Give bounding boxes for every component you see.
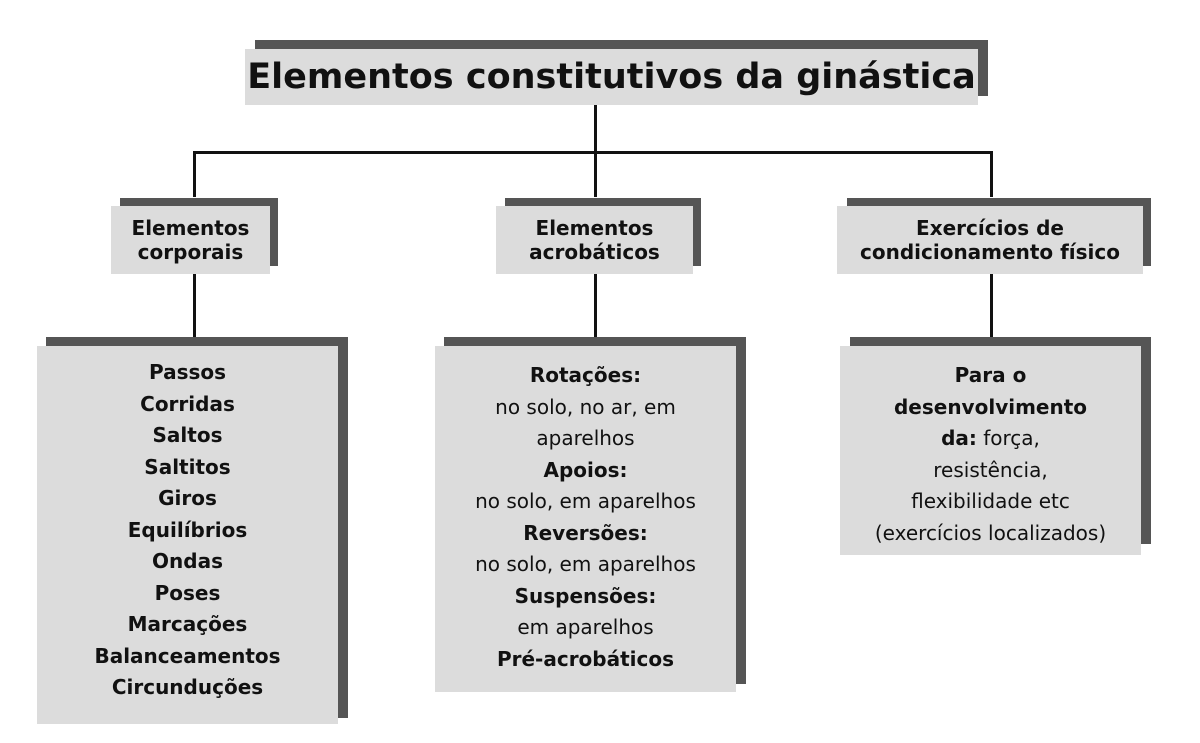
para-line-2: desenvolvimento	[893, 394, 1088, 419]
detail-item: Equilíbrios	[127, 517, 248, 542]
group-text: no solo, no ar, em	[495, 394, 676, 419]
cat3-shadow-top	[847, 198, 1151, 206]
connector-cat1-detail	[193, 272, 196, 342]
para-line-5: flexibilidade etc	[911, 489, 1070, 513]
detail-item: Poses	[154, 580, 221, 605]
detail2-shadow-right	[736, 337, 746, 684]
detail3-shadow-top	[850, 337, 1151, 346]
detail-item: Balanceamentos	[94, 643, 281, 668]
group-text: em aparelhos	[517, 615, 654, 639]
title-box: Elementos constitutivos da ginástica	[245, 49, 978, 105]
connector-cat3-detail	[990, 272, 993, 342]
group-heading: Pré-acrobáticos	[496, 646, 675, 671]
detail2-shadow-top	[444, 337, 746, 346]
cat1-shadow-right	[270, 198, 278, 266]
group-heading: Reversões:	[523, 520, 648, 545]
connector-title-down	[594, 104, 597, 153]
detail-box-corporais: Passos Corridas Saltos Saltitos Giros Eq…	[37, 346, 338, 724]
para-line-6: (exercícios localizados)	[874, 520, 1107, 545]
group-text: no solo, em aparelhos	[475, 489, 696, 513]
detail-box-acrobaticos: Rotações: no solo, no ar, em aparelhos A…	[435, 346, 736, 692]
diagram-title: Elementos constitutivos da ginástica	[247, 57, 976, 97]
detail1-shadow-right	[338, 337, 348, 718]
detail-item: Ondas	[152, 549, 223, 573]
detail-item: Saltos	[152, 423, 223, 447]
category-label-line: condicionamento físico	[859, 240, 1120, 264]
detail1-shadow-top	[46, 337, 348, 346]
detail-item: Saltitos	[144, 454, 231, 479]
group-heading: Suspensões:	[514, 583, 657, 608]
para-line-1: Para o	[954, 363, 1027, 387]
cat3-shadow-right	[1143, 198, 1151, 266]
para-line-4: resistência,	[933, 457, 1048, 482]
group-heading: Apoios:	[543, 457, 628, 482]
group-text: no solo, em aparelhos	[475, 552, 696, 576]
cat1-shadow-top	[120, 198, 277, 206]
category-label-line: Exercícios de	[916, 216, 1064, 240]
connector-to-cat1	[193, 151, 196, 197]
connector-to-cat2	[594, 151, 597, 197]
category-box-corporais: Elementos corporais	[111, 206, 270, 274]
group-heading: Rotações:	[529, 363, 642, 387]
group-text: aparelhos	[536, 426, 635, 450]
detail3-shadow-right	[1141, 337, 1151, 544]
category-label-line: Elementos	[131, 216, 250, 240]
category-label-line: corporais	[137, 240, 244, 264]
detail-item: Passos	[148, 360, 227, 384]
detail-item: Circunduções	[111, 675, 264, 699]
connector-horizontal	[193, 151, 993, 154]
cat2-shadow-right	[693, 198, 701, 266]
category-label-line: acrobáticos	[529, 240, 660, 264]
connector-cat2-detail	[594, 272, 597, 342]
para-bold: da:	[941, 426, 977, 450]
title-shadow-right	[978, 40, 988, 96]
para-line-3: da: força,	[840, 423, 1141, 455]
detail-item: Corridas	[140, 391, 235, 416]
category-label-line: Elementos	[535, 216, 654, 240]
detail-item: Giros	[158, 486, 217, 510]
title-shadow-top	[255, 40, 988, 49]
para-text: força,	[976, 426, 1040, 450]
cat2-shadow-top	[505, 198, 701, 206]
connector-to-cat3	[990, 151, 993, 197]
category-box-acrobaticos: Elementos acrobáticos	[496, 206, 693, 274]
detail-box-condicionamento: Para o desenvolvimento da: força, resist…	[840, 346, 1141, 555]
category-box-condicionamento: Exercícios de condicionamento físico	[837, 206, 1143, 274]
detail-item: Marcações	[127, 612, 248, 636]
